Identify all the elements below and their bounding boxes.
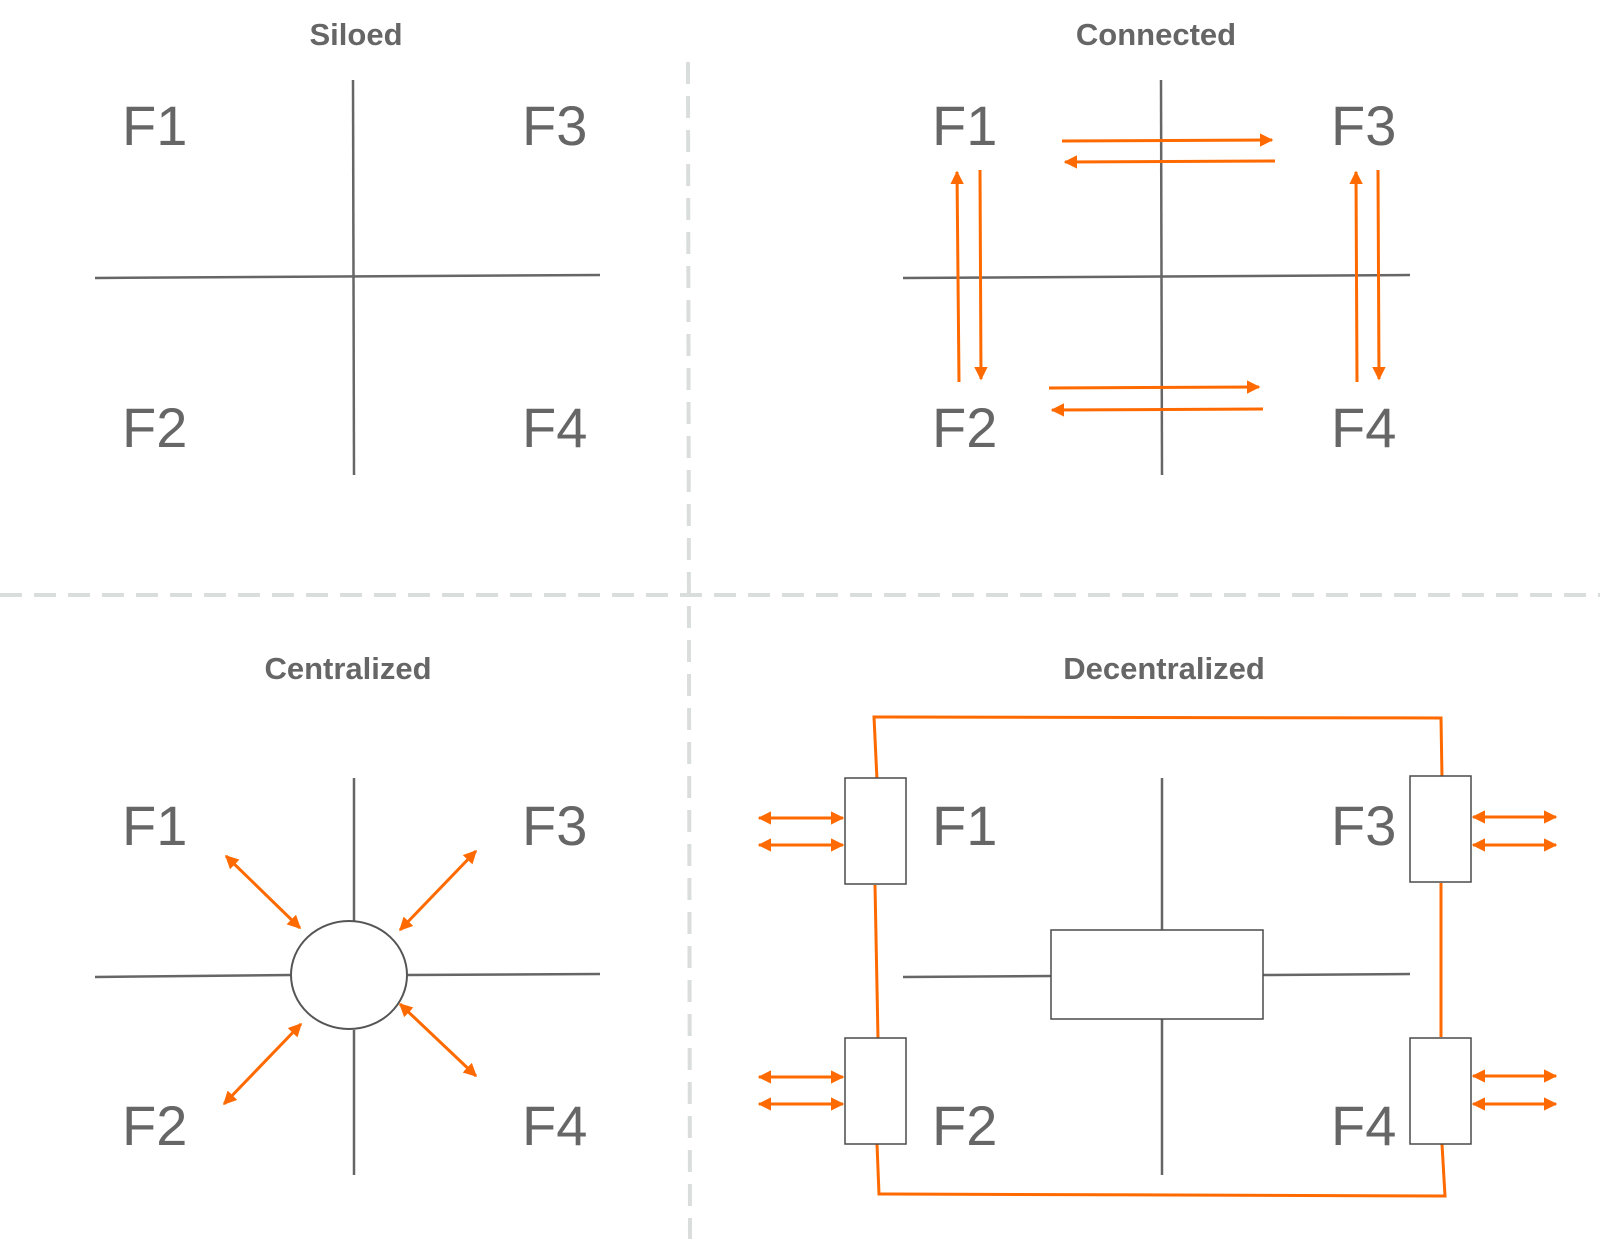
- arrow-f4-hub: [398, 1002, 478, 1078]
- horizontal-axis: [1262, 972, 1411, 977]
- arrow-f1-to-f3: [1061, 133, 1274, 147]
- horizontal-axis: [902, 974, 1052, 979]
- horizontal-axis: [94, 273, 601, 280]
- arrow-f3-hub: [398, 849, 478, 932]
- horizontal-axis: [902, 273, 1411, 280]
- label-f1: F1: [932, 794, 997, 857]
- arrow-f2-to-f1: [950, 170, 964, 383]
- label-f4: F4: [522, 396, 587, 459]
- arrow-f3-to-f1: [1063, 155, 1276, 169]
- label-f4: F4: [1331, 1094, 1396, 1157]
- connected-panel: Connected F1 F3 F2 F4: [902, 17, 1411, 476]
- node-box-f2: [844, 1037, 907, 1145]
- arrow-f3-to-f4: [1372, 169, 1386, 381]
- panel-title: Decentralized: [1063, 651, 1265, 686]
- label-f3: F3: [1331, 794, 1396, 857]
- label-f2: F2: [122, 1094, 187, 1157]
- vertical-divider: [686, 61, 692, 1239]
- panel-title: Siloed: [309, 17, 402, 52]
- label-f4: F4: [522, 1094, 587, 1157]
- label-f4: F4: [1331, 396, 1396, 459]
- label-f1: F1: [122, 794, 187, 857]
- label-f3: F3: [522, 94, 587, 157]
- arrow-f4-to-f3: [1349, 170, 1363, 383]
- label-f2: F2: [932, 1094, 997, 1157]
- ring-connection-top: [872, 715, 1444, 781]
- arrow-f1-to-f2: [974, 169, 988, 381]
- ring-connection-left: [873, 884, 880, 1040]
- ring-connection-bottom: [875, 1143, 1447, 1198]
- arrow-f2-to-f4: [1048, 380, 1261, 394]
- central-hub: [290, 920, 408, 1030]
- node-box-f4: [1409, 1037, 1472, 1145]
- label-f2: F2: [122, 396, 187, 459]
- arrow-f4-to-f2: [1050, 403, 1264, 417]
- arrow-f2-hub: [222, 1022, 303, 1106]
- label-f2: F2: [932, 396, 997, 459]
- arrow-f1-hub: [224, 854, 302, 930]
- horizontal-axis: [94, 973, 292, 979]
- label-f3: F3: [1331, 94, 1396, 157]
- node-box-f1: [844, 777, 907, 885]
- horizontal-axis: [406, 972, 601, 977]
- panel-title: Centralized: [264, 651, 431, 686]
- siloed-panel: Siloed F1 F3 F2 F4: [94, 17, 601, 476]
- node-box-f3: [1409, 775, 1472, 883]
- label-f1: F1: [932, 94, 997, 157]
- label-f1: F1: [122, 94, 187, 157]
- label-f3: F3: [522, 794, 587, 857]
- central-platform-box: [1050, 929, 1264, 1020]
- centralized-panel: Centralized F1 F3 F2 F4: [94, 651, 601, 1175]
- decentralized-panel: Decentralized F1 F3 F2 F4: [757, 651, 1558, 1198]
- panel-title: Connected: [1076, 17, 1236, 52]
